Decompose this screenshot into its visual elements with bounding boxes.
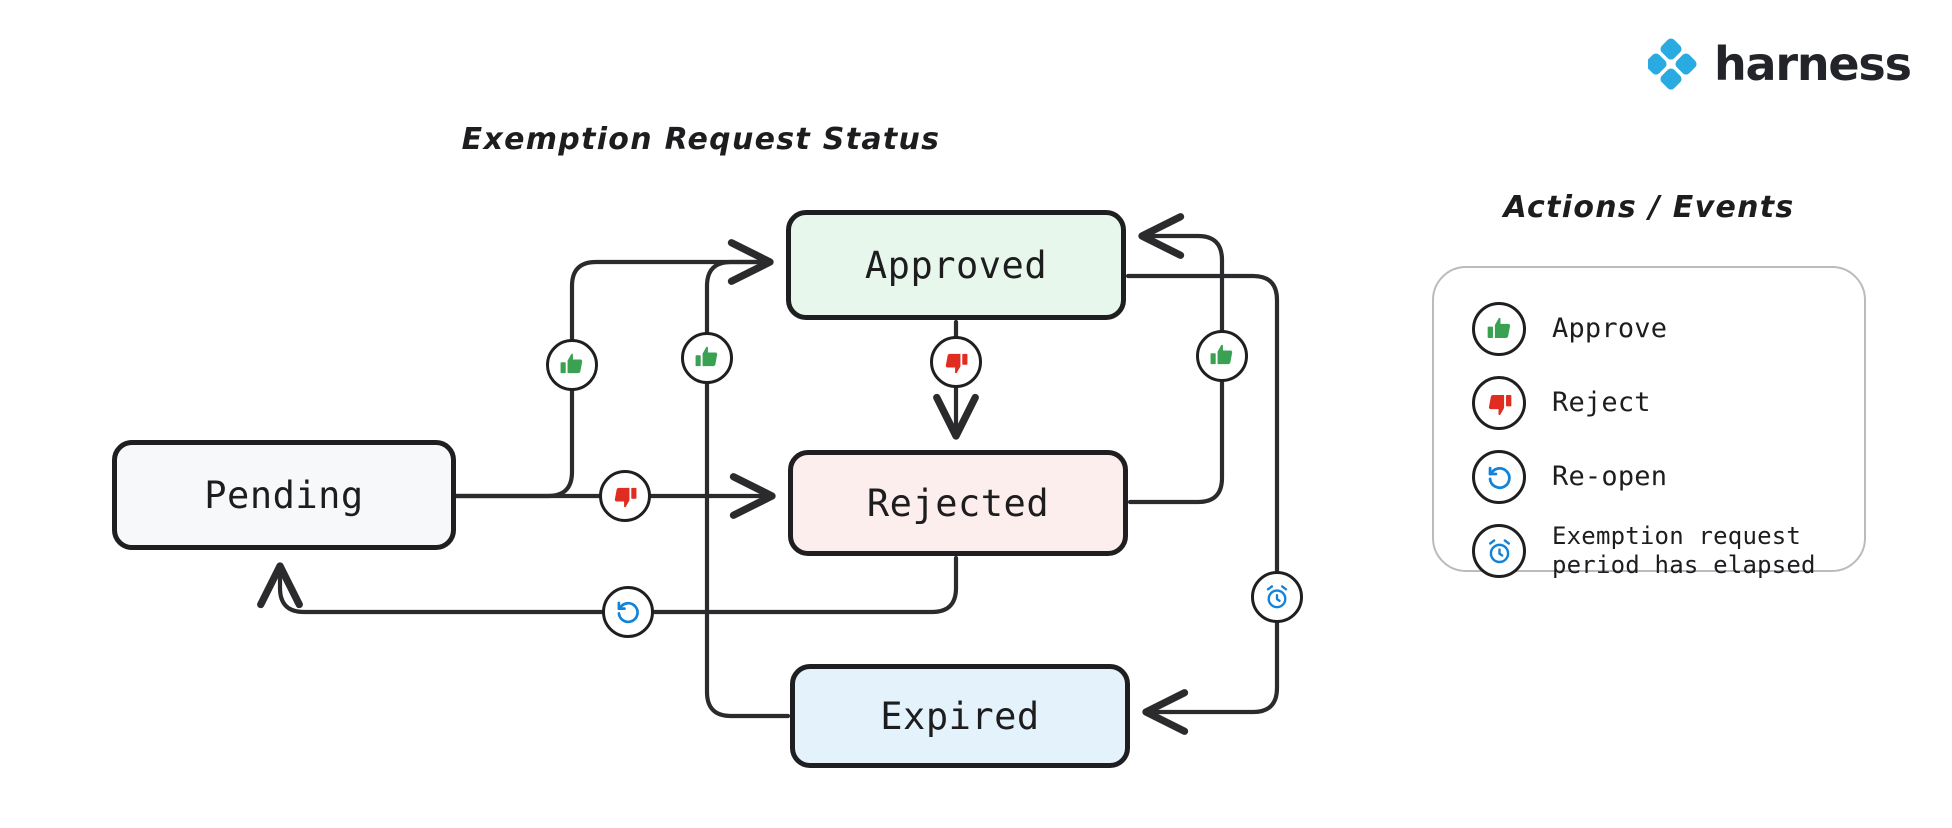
state-node-expired-label: Expired	[880, 694, 1040, 738]
state-node-rejected-label: Rejected	[866, 481, 1050, 525]
thumbs-down-icon	[945, 353, 968, 374]
state-node-approved[interactable]: Approved	[786, 210, 1126, 320]
legend-item-elapsed[interactable]: Exemption request period has elapsed	[1434, 520, 1864, 582]
legend-item-approve[interactable]: Approve	[1434, 298, 1864, 360]
edge-badge-approve-expired-approved[interactable]	[681, 332, 733, 384]
state-node-expired[interactable]: Expired	[790, 664, 1130, 768]
thumbs-up-icon	[1487, 317, 1510, 338]
diagram-title: Exemption Request Status	[461, 122, 941, 157]
edge-badge-elapsed-approved-expired[interactable]	[1251, 571, 1303, 623]
thumbs-up-icon	[1210, 344, 1233, 365]
legend-label-reject: Reject	[1552, 386, 1651, 418]
harness-wordmark: harness	[1714, 37, 1912, 91]
legend-label-approve: Approve	[1552, 312, 1668, 344]
edge-badge-reject-pending-rejected[interactable]	[599, 470, 651, 522]
legend-label-reopen: Re-open	[1552, 460, 1668, 492]
thumbs-down-icon	[1488, 394, 1511, 415]
harness-diamond-logo-icon	[1648, 38, 1697, 90]
re-open-icon	[617, 601, 639, 624]
state-node-approved-label: Approved	[864, 243, 1048, 287]
edge-badge-reopen-rejected-pending[interactable]	[602, 586, 654, 638]
edge-badge-approve-rejected-approved[interactable]	[1196, 330, 1248, 382]
legend-panel: Approve Reject Re-open	[1432, 266, 1866, 579]
re-open-icon	[1488, 466, 1511, 489]
legend-label-elapsed: Exemption request period has elapsed	[1552, 521, 1816, 579]
alarm-clock-icon	[1488, 538, 1510, 563]
state-node-pending-label: Pending	[204, 473, 364, 517]
edge-pending-to-approved	[453, 239, 774, 499]
edge-badge-approve-pending-approved[interactable]	[546, 339, 598, 391]
state-node-pending[interactable]: Pending	[112, 440, 456, 550]
legend-title: Actions / Events	[1503, 190, 1795, 225]
edge-badge-reject-approved-rejected[interactable]	[930, 336, 982, 388]
legend-badge-reopen	[1472, 450, 1526, 504]
legend-badge-reject	[1472, 376, 1526, 430]
harness-logo: harness	[1648, 37, 1912, 91]
thumbs-down-icon	[614, 487, 637, 508]
thumbs-up-icon	[560, 353, 583, 374]
legend-badge-elapsed	[1472, 524, 1526, 578]
edge-expired-to-approved	[704, 259, 791, 719]
legend-item-reopen[interactable]: Re-open	[1434, 446, 1864, 508]
thumbs-up-icon	[695, 346, 718, 367]
state-node-rejected[interactable]: Rejected	[788, 450, 1128, 556]
legend-badge-approve	[1472, 302, 1526, 356]
legend-item-reject[interactable]: Reject	[1434, 372, 1864, 434]
edge-approved-to-expired	[1125, 273, 1280, 735]
alarm-clock-icon	[1266, 585, 1288, 609]
